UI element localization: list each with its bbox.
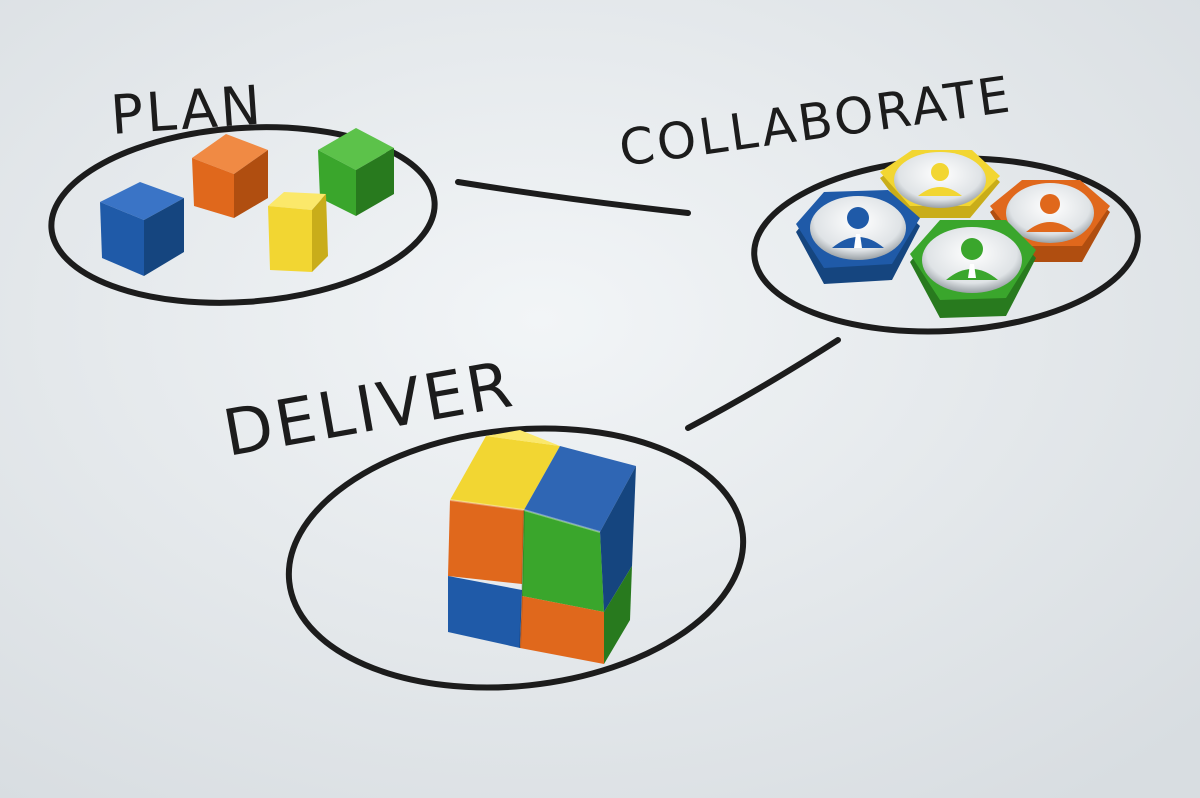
collaborate-group: COLLABORATE — [616, 65, 1141, 335]
assembled-cube-icon — [448, 430, 636, 664]
green-person-token-icon — [910, 220, 1036, 318]
green-cube-icon — [318, 128, 394, 216]
connector-plan-collaborate — [455, 179, 691, 216]
plan-circle — [48, 124, 438, 306]
deliver-circle — [285, 425, 747, 691]
yellow-person-token-icon — [880, 150, 1000, 218]
blue-person-token-icon — [796, 190, 920, 284]
blue-cube-icon — [100, 182, 184, 276]
plan-group: PLAN — [48, 73, 438, 306]
orange-cube-icon — [192, 134, 268, 218]
connector-collaborate-deliver — [685, 337, 841, 431]
yellow-cube-icon — [268, 192, 328, 272]
